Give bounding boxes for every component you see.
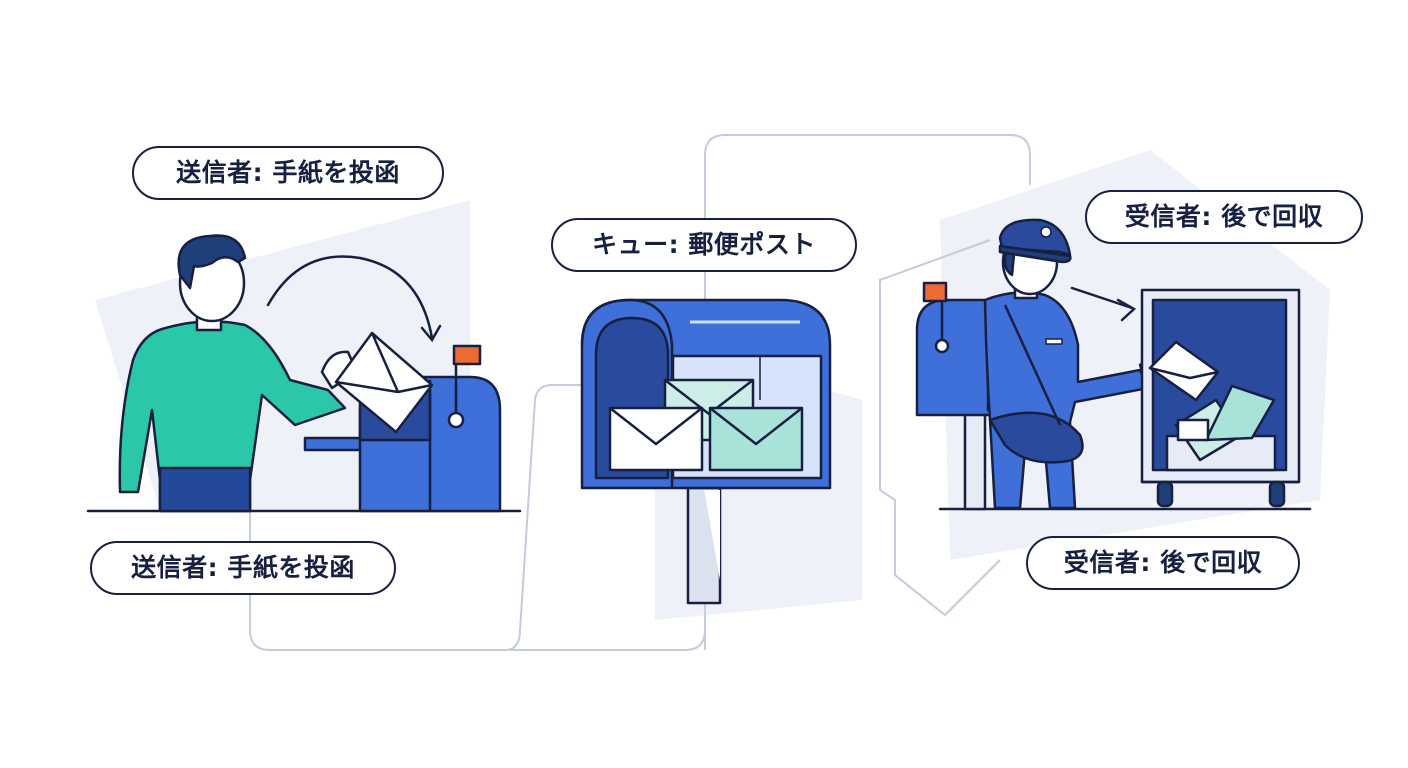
receiver-mailbox-post bbox=[963, 410, 987, 511]
sender-queue-connector bbox=[249, 384, 585, 651]
cart-envelope-front bbox=[1204, 384, 1276, 442]
sender-envelope bbox=[334, 331, 434, 434]
cart-envelope-white bbox=[1176, 418, 1210, 442]
queue-envelope-right bbox=[708, 406, 804, 472]
receiver-mailbox-flag bbox=[922, 281, 948, 303]
queue-bottom-connector bbox=[510, 629, 706, 651]
queue-post-shade bbox=[704, 490, 720, 580]
sender-mailbox-flag bbox=[452, 344, 482, 366]
receiver-mailbox-knob bbox=[934, 338, 950, 354]
sender-mailbox-knob bbox=[447, 411, 465, 429]
receiver-connector bbox=[879, 239, 1001, 617]
sender-trousers bbox=[158, 466, 252, 513]
queue-top-connector bbox=[704, 134, 1031, 650]
sender-arc-arrow bbox=[266, 255, 442, 343]
sender-label-bottom: 送信者: 手紙を投函 bbox=[90, 541, 396, 595]
carrier-badge bbox=[1045, 338, 1063, 345]
receiver-label-top: 受信者: 後で回収 bbox=[1085, 190, 1363, 244]
carrier-cap-brim bbox=[998, 244, 1072, 264]
carrier-arrow bbox=[1070, 286, 1137, 322]
cart-envelopes bbox=[1174, 384, 1276, 462]
cart-wheel-left bbox=[1156, 480, 1174, 508]
queue-label: キュー: 郵便ポスト bbox=[551, 218, 857, 272]
receiver-label-bottom: 受信者: 後で回収 bbox=[1026, 536, 1300, 590]
collection-cart bbox=[1140, 288, 1301, 508]
sender-hair bbox=[177, 234, 247, 290]
queue-door-arch bbox=[580, 298, 674, 488]
connector-lines bbox=[249, 134, 1031, 651]
queue-envelopes bbox=[608, 378, 804, 472]
carrier-envelope bbox=[1148, 340, 1220, 402]
sender-person bbox=[118, 234, 357, 513]
carrier-cap-badge bbox=[1040, 226, 1052, 238]
cart-wheel-right bbox=[1268, 480, 1286, 508]
sender-label-top: 送信者: 手紙を投函 bbox=[132, 146, 444, 200]
queue-envelope-left bbox=[608, 406, 704, 472]
carrier-bag-strap bbox=[1003, 304, 1062, 426]
